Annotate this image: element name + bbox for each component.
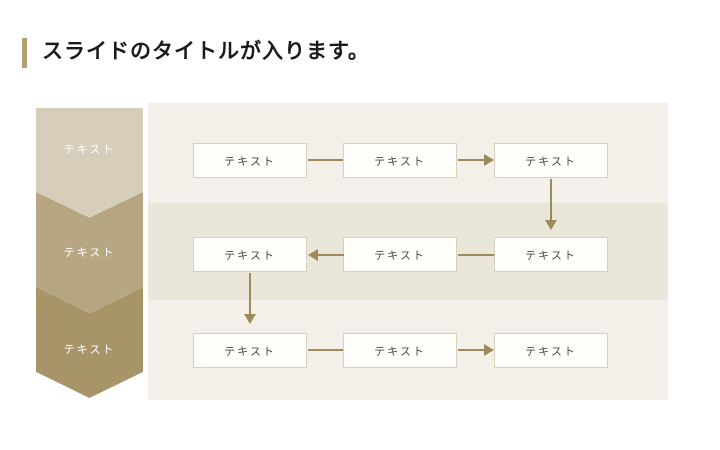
arrowhead-left-icon xyxy=(308,249,318,261)
flow-box-r3c3: テキスト xyxy=(494,333,608,368)
arrow-left-connector-r2 xyxy=(308,249,344,261)
title-accent-bar xyxy=(22,38,27,68)
arrow-right-connector-r1 xyxy=(458,154,494,166)
flow-box-r2c1: テキスト xyxy=(193,237,307,272)
flow-box-r3c2: テキスト xyxy=(343,333,457,368)
flow-box-r2c3: テキスト xyxy=(494,237,608,272)
flow-box-r3c1: テキスト xyxy=(193,333,307,368)
arrow-down-connector-2 xyxy=(244,273,256,325)
flow-box-r1c2: テキスト xyxy=(343,143,457,178)
line-connector-r2 xyxy=(458,254,494,256)
stage-3-label: テキスト xyxy=(63,344,116,356)
arrowhead-down-icon xyxy=(244,314,256,324)
arrow-shaft xyxy=(317,254,344,256)
flow-box-r1c3: テキスト xyxy=(494,143,608,178)
arrow-shaft xyxy=(458,349,485,351)
flow-box-r1c1: テキスト xyxy=(193,143,307,178)
arrow-shaft xyxy=(550,179,552,221)
flow-box-r2c2: テキスト xyxy=(343,237,457,272)
stage-2-label: テキスト xyxy=(63,247,116,259)
line-connector-r3 xyxy=(308,349,343,351)
arrow-shaft xyxy=(249,273,251,315)
stage-1-label: テキスト xyxy=(63,144,116,156)
arrow-right-connector-r3 xyxy=(458,344,494,356)
arrow-down-connector-1 xyxy=(545,179,557,231)
arrowhead-right-icon xyxy=(484,154,494,166)
arrowhead-down-icon xyxy=(545,220,557,230)
stage-chevron-1: テキスト xyxy=(36,108,143,217)
arrowhead-right-icon xyxy=(484,344,494,356)
slide-title: スライドのタイトルが入ります。 xyxy=(42,40,370,63)
arrow-shaft xyxy=(458,159,485,161)
line-connector-r1 xyxy=(308,159,343,161)
